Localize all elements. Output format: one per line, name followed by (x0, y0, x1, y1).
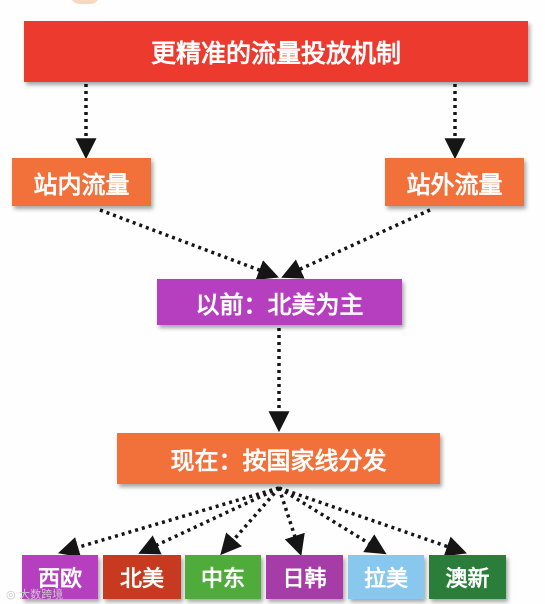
link-offsite-to-before (281, 208, 431, 279)
region-box-middle-east: 中东 (185, 555, 261, 599)
region-label: 中东 (200, 567, 245, 592)
watermark: ◎ 大数跨境 (6, 586, 63, 602)
current-strategy-box: 现在：按国家线分发 (117, 433, 440, 484)
region-label: 北美 (119, 567, 164, 592)
onsite-traffic-box: 站内流量 (12, 158, 151, 206)
current-strategy-label: 现在：按国家线分发 (170, 447, 387, 475)
region-box-latin-america: 拉美 (348, 555, 424, 599)
region-box-north-america: 北美 (103, 555, 181, 599)
mechanism-title: 更精准的流量投放机制 (150, 38, 401, 68)
offsite-traffic-label: 站外流量 (406, 170, 503, 199)
before-strategy-box: 以前：北美为主 (157, 279, 402, 325)
top-decoration (70, 0, 100, 4)
region-label: 日韩 (282, 567, 327, 592)
offsite-traffic-box: 站外流量 (385, 158, 524, 206)
link-now-to-region-3 (277, 487, 305, 556)
region-label: 拉美 (363, 567, 408, 592)
before-strategy-label: 以前：北美为主 (195, 290, 364, 319)
watermark-logo-icon: ◎ (6, 588, 16, 601)
link-now-to-region-1 (138, 486, 280, 555)
link-now-to-region-0 (57, 486, 280, 558)
link-onsite-to-before (99, 208, 279, 280)
link-now-to-region-5 (278, 486, 467, 557)
onsite-traffic-label: 站内流量 (33, 170, 130, 199)
region-label: 西欧 (37, 567, 82, 592)
region-box-japan-korea: 日韩 (266, 555, 343, 599)
region-label: 澳新 (445, 567, 490, 592)
link-now-to-region-4 (278, 486, 387, 555)
link-now-to-region-2 (220, 486, 281, 556)
region-box-australia-nz: 澳新 (429, 555, 506, 599)
mechanism-title-box: 更精准的流量投放机制 (24, 21, 528, 82)
region-box-western-europe: 西欧 (22, 555, 98, 599)
watermark-text: 大数跨境 (19, 588, 64, 601)
